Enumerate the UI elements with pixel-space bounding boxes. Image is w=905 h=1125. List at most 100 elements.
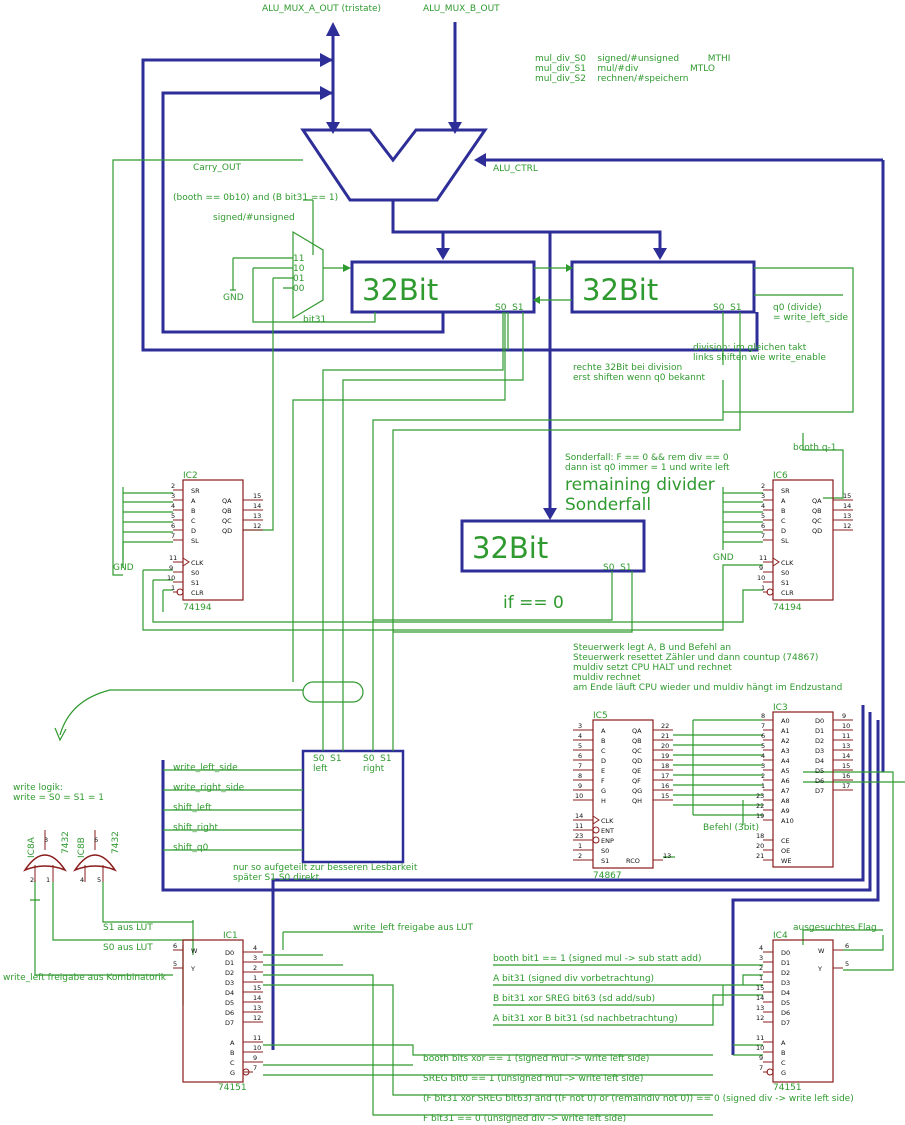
steuerwerk-note-3: muldiv setzt CPU HALT und rechnet — [573, 663, 732, 673]
gate-b-name: IC8B — [77, 837, 87, 858]
ic6-pin-name: S1 — [781, 579, 789, 587]
ic5-pin-name: D — [601, 757, 606, 765]
ic3-pin-labels: A0 A1 A2 A3 A4 A5 A6 A7 A8 A9 A10 CE OE … — [756, 712, 850, 865]
ic2-pin-num: 11 — [169, 554, 177, 562]
ic3-pin-num: 16 — [842, 772, 850, 780]
ic1-input-label: (F bit31 xor SREG bit63) and ((F not 0) … — [423, 1094, 854, 1104]
ic3-pin-num: 5 — [761, 742, 765, 750]
ic2-pin-num: 9 — [169, 564, 173, 572]
ic5-part: 74867 — [593, 871, 622, 881]
ic5-pin-name: QA — [632, 727, 642, 735]
ic6-pin-name: QA — [812, 497, 822, 505]
ic4-pin-num: 7 — [759, 1064, 763, 1072]
ic6-pin-num: 1 — [761, 584, 765, 592]
ic5-pin-num: 1 — [578, 842, 582, 850]
ic6-pin-num: 15 — [843, 492, 851, 500]
ic1-pin-name: W — [191, 947, 198, 955]
ic3-pin-num: 20 — [756, 842, 764, 850]
ic4-pin-num: 14 — [756, 994, 764, 1002]
legend-line-1: mul_div_S0 signed/#unsigned MTHI — [535, 54, 730, 64]
ic4-input-label: A bit31 (signed div vorbetrachtung) — [493, 974, 654, 984]
bit31-label: bit31 — [303, 315, 326, 325]
ic4-pin-num: 11 — [756, 1034, 764, 1042]
ic2-pin-num: 7 — [171, 532, 175, 540]
ic2-pin-num: 1 — [171, 584, 175, 592]
ic4-pin-num: 2 — [759, 964, 763, 972]
ic3-pin-name: A6 — [781, 777, 790, 785]
ic2-pin-num: 14 — [253, 502, 261, 510]
ic4-pin-num: 12 — [756, 1014, 764, 1022]
ic2-pin-name: QC — [222, 517, 232, 525]
befehl-label: Befehl (3bit) — [703, 823, 759, 833]
remaining-divider-label: remaining divider — [565, 475, 715, 495]
ic6-pin-num: 13 — [843, 512, 851, 520]
ic3-pin-name: CE — [781, 837, 790, 845]
ic5-pin-name: QD — [632, 757, 642, 765]
ic1-pin-name: D7 — [225, 1019, 234, 1027]
ic3-pin-name: A1 — [781, 727, 790, 735]
ic5-pin-name: C — [601, 747, 606, 755]
wires — [30, 159, 905, 1116]
ic4-pin-name: A — [781, 1039, 786, 1047]
q0-note-1: q0 (divide) — [773, 303, 822, 313]
ic4-pin-num: 6 — [845, 942, 849, 950]
ic2-pin-name: SR — [191, 487, 200, 495]
ic5-pin-num: 11 — [575, 822, 583, 830]
write-left-komb-label: write_left freigabe aus Kombinatorik — [3, 973, 167, 983]
ic6-pin-name: QD — [812, 527, 822, 535]
mux-a-label: ALU_MUX_A_OUT (tristate) — [262, 4, 381, 14]
ic6-pin-name: B — [781, 507, 785, 515]
steuerwerk-note-2: Steuerwerk resettet Zähler und dann coun… — [573, 653, 818, 663]
gate-a-name: IC8A — [27, 836, 37, 858]
ic5-pin-num: 2 — [578, 852, 582, 860]
ic3-pin-name: D6 — [815, 777, 824, 785]
register-left-label: 32Bit — [362, 273, 438, 307]
ic3-pin-num: 8 — [761, 712, 765, 720]
ic6-pin-name: CLR — [781, 589, 794, 597]
ic3-pin-name: D1 — [815, 727, 824, 735]
gnd-label-mux: GND — [223, 293, 244, 303]
ic5-pin-num: 4 — [578, 732, 582, 740]
ic1-pin-num: 7 — [253, 1064, 257, 1072]
ic6-name: IC6 — [773, 471, 788, 481]
selector-note-1: nur so aufgeteilt zur besseren Lesbarkei… — [233, 863, 418, 873]
ic6-pin-num: 7 — [761, 532, 765, 540]
ic6-pin-num: 5 — [761, 512, 765, 520]
ic6-part: 74194 — [773, 603, 802, 613]
ic5-pin-name: ENT — [601, 827, 614, 835]
ic6-pin-num: 6 — [761, 522, 765, 530]
ic4-input-label: A bit31 xor B bit31 (sd nachbetrachtung) — [493, 1014, 678, 1024]
ic1-pin-num: 2 — [253, 964, 257, 972]
ic4-pin-num: 3 — [759, 954, 763, 962]
ic1-pin-num: 15 — [253, 984, 261, 992]
legend-line-3: mul_div_S2 rechnen/#speichern — [535, 74, 688, 84]
ic6-pin-labels: SR A B C D SL 2 3 4 5 6 7 QA QB QC QD 15… — [757, 482, 851, 597]
ic5-pin-labels: A B C D E F G H 3 4 5 6 7 8 9 10 QA QB Q… — [575, 722, 671, 865]
gate-pin: 4 — [80, 876, 84, 884]
ic6-pin-name: D — [781, 527, 786, 535]
ic1-pin-num: 12 — [253, 1014, 261, 1022]
ic2-pin-name: CLR — [191, 589, 204, 597]
ic5-pin-name: S0 — [601, 847, 609, 855]
ic3-pin-num: 4 — [761, 752, 765, 760]
ic6-pin-name: SR — [781, 487, 790, 495]
selector-right-s0s1: S0 S1 — [363, 754, 392, 764]
ic1-pin-num: 4 — [253, 944, 257, 952]
ic1-name: IC1 — [223, 931, 238, 941]
gate-pin: 3 — [44, 836, 48, 844]
ic1-pin-name: C — [230, 1059, 235, 1067]
ic3-chip — [763, 711, 853, 868]
selector-left-label: left — [313, 764, 328, 774]
ic5-pin-num: 22 — [661, 722, 669, 730]
ic6-pin-num: 9 — [759, 564, 763, 572]
ic4-name: IC4 — [773, 931, 788, 941]
ic5-pin-num: 19 — [661, 752, 669, 760]
ic1-pin-labels: W Y D0 D1 D2 D3 D4 D5 D6 D7 A B C G 6 5 … — [173, 942, 261, 1077]
ic3-pin-num: 23 — [756, 792, 764, 800]
gate-pin: 6 — [94, 836, 98, 844]
gate-b-part: 7432 — [111, 831, 121, 854]
ic5-pin-num: 10 — [575, 792, 583, 800]
division-note-1: division: im gleichen takt — [693, 343, 807, 353]
steuerwerk-note-5: am Ende läuft CPU wieder und muldiv häng… — [573, 683, 842, 693]
